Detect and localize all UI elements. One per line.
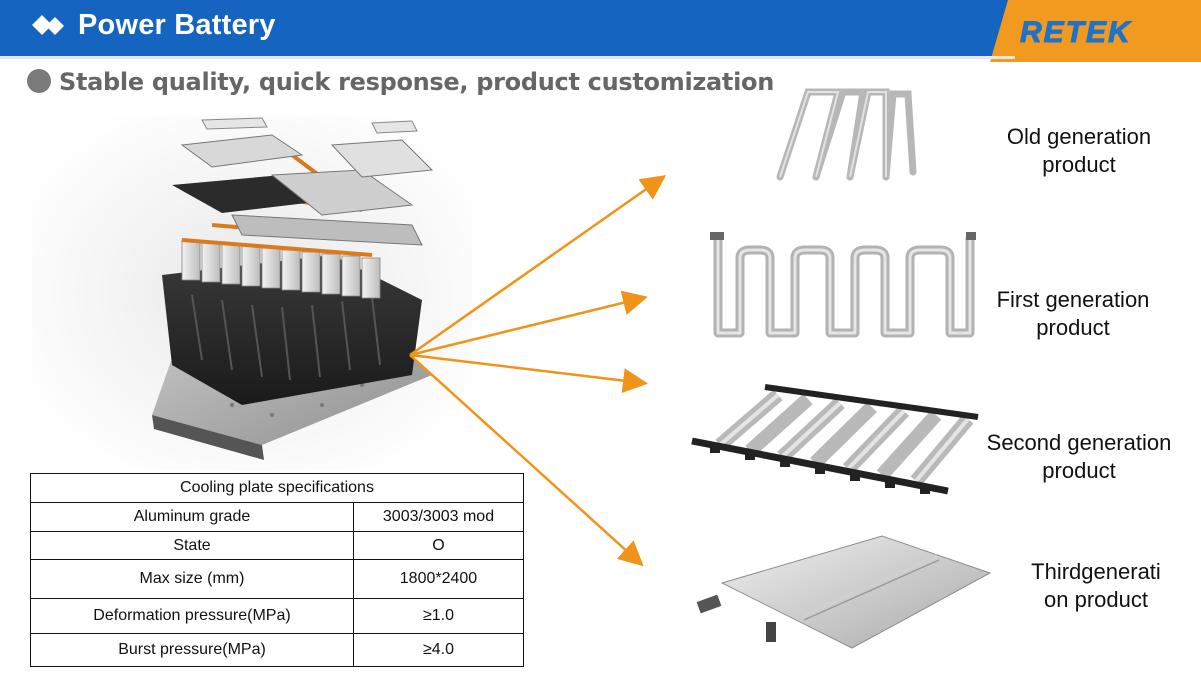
header-divider (0, 56, 1015, 59)
table-row: Burst pressure(MPa) ≥4.0 (30, 633, 524, 667)
harmonica-tube-plate-icon (691, 384, 979, 495)
product-label-line1: Second generation (986, 430, 1172, 455)
spec-name: Max size (mm) (30, 559, 354, 599)
bullet-icon (27, 69, 51, 93)
product-label-second: Second generation product (978, 429, 1180, 485)
product-label-line2: product (1042, 458, 1116, 483)
table-row: State O (30, 531, 524, 560)
spec-value: 3003/3003 mod (353, 502, 524, 532)
company-logo: RETEK (1020, 16, 1132, 50)
spec-value: ≥4.0 (353, 633, 524, 667)
bent-tube-coil-icon (710, 232, 976, 338)
product-label-line2: on product (1044, 587, 1148, 612)
spec-name: Deformation pressure(MPa) (30, 598, 354, 634)
table-row: Max size (mm) 1800*2400 (30, 559, 524, 599)
product-label-first: First generation product (982, 286, 1164, 342)
serpentine-tube-icon (776, 88, 917, 181)
product-label-line1: Old generation (1006, 124, 1152, 149)
stamped-cooling-plate-icon (696, 535, 992, 649)
product-label-line1: First generation (996, 287, 1150, 312)
product-label-line1: Thirdgenerati (1031, 559, 1161, 584)
spec-table: Cooling plate specifications Aluminum gr… (30, 473, 524, 667)
product-label-third: Thirdgenerati on product (1006, 558, 1186, 614)
header-accent (990, 0, 1201, 62)
spec-name: Aluminum grade (30, 502, 354, 532)
spec-name: Burst pressure(MPa) (30, 633, 354, 667)
battery-pack-image (32, 115, 472, 470)
spec-value: ≥1.0 (353, 598, 524, 634)
product-label-line2: product (1036, 315, 1110, 340)
header-bar (0, 0, 1010, 56)
table-row: Aluminum grade 3003/3003 mod (30, 502, 524, 532)
product-label-line2: product (1042, 152, 1116, 177)
subtitle: Stable quality, quick response, product … (59, 68, 775, 96)
spec-name: State (30, 531, 354, 560)
spec-value: O (353, 531, 524, 560)
spec-table-title: Cooling plate specifications (30, 473, 524, 503)
product-label-old: Old generation product (990, 123, 1168, 179)
diamond-icon (32, 15, 64, 35)
spec-value: 1800*2400 (353, 559, 524, 599)
header: Power Battery RETEK (0, 0, 1201, 62)
page-title: Power Battery (78, 9, 276, 41)
table-row: Deformation pressure(MPa) ≥1.0 (30, 598, 524, 634)
